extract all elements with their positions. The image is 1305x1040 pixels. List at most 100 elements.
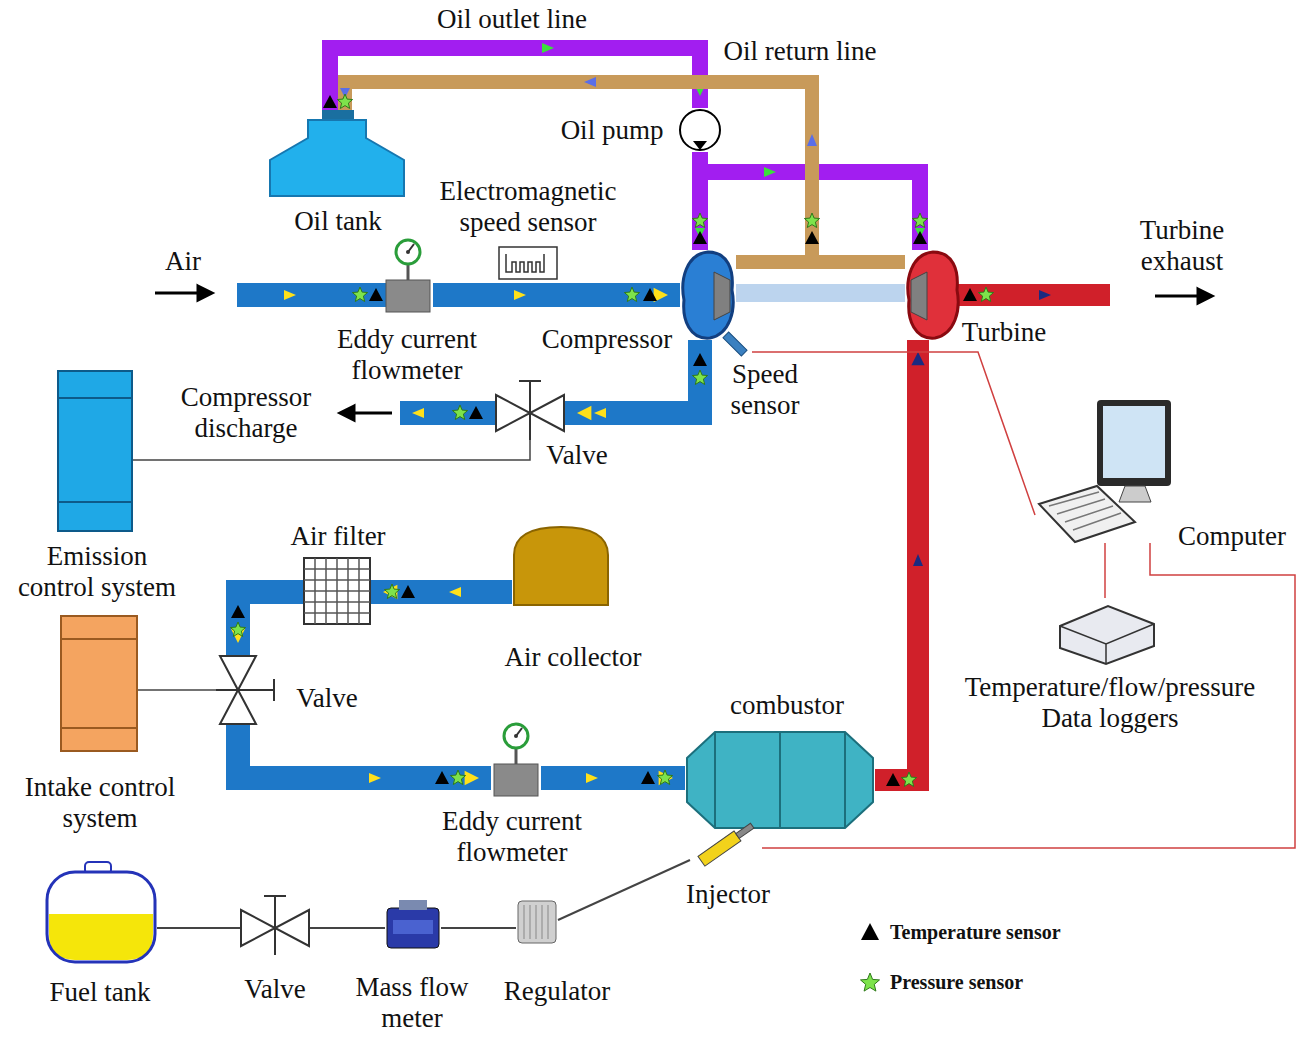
component-label: Valve: [546, 440, 607, 471]
pressure-sensor-symbol: [912, 213, 927, 228]
pressure-sensor-symbol: [452, 405, 467, 420]
flow-arrow: [586, 773, 598, 783]
flowmeter: Eddy current flowmeter: [383, 238, 433, 312]
temperature-sensor-symbol: [369, 288, 383, 301]
signal-line: [157, 927, 240, 929]
pipe-connector: [541, 766, 685, 790]
component-label: Eddy current flowmeter: [312, 324, 502, 386]
component-label: Oil tank: [294, 206, 382, 237]
compressor-shape: [680, 250, 736, 340]
temperature-sensor-symbol: [469, 406, 483, 419]
pressure-sensor-symbol: [901, 772, 916, 787]
sensor-symbols: [230, 43, 1051, 787]
oil-tank-shape: [268, 110, 406, 198]
component-label: Regulator: [504, 976, 610, 1007]
flow-arrow: [594, 408, 606, 418]
component-label: Eddy current flowmeter: [417, 806, 607, 868]
temperature-sensor-symbol: [693, 231, 707, 244]
intake-control-box-shape: [60, 615, 138, 752]
temperature-sensor-symbol: [401, 585, 415, 598]
injector: Injector: [690, 818, 762, 870]
temperature-sensor-symbol: [693, 353, 707, 366]
flow-arrow: [913, 554, 923, 566]
flow-arrow: [412, 408, 424, 418]
component-label: Intake control system: [13, 772, 188, 834]
temperature-sensor-symbol: [861, 923, 879, 940]
air-collector-shape: [512, 525, 610, 607]
flow-arrow: [584, 77, 596, 87]
pressure-sensor-symbol: [384, 584, 399, 599]
signal-line: [441, 927, 516, 929]
speed-sensor-shape: [722, 330, 752, 358]
component-label: Emission control system: [12, 541, 182, 603]
signal-line: [310, 927, 385, 929]
compressor: Compressor: [680, 250, 736, 340]
air-collector: Air collector: [512, 525, 610, 607]
pressure-sensor-symbol: [352, 287, 367, 302]
flow-arrow: [1039, 290, 1051, 300]
pipe-connector: [736, 284, 905, 302]
injector-shape: [690, 818, 762, 870]
oil-pump-shape: [678, 108, 722, 152]
fuel-tank: Fuel tank: [45, 862, 157, 965]
line-label: Turbine exhaust: [1122, 215, 1242, 277]
speed-sensor: Speed sensor: [722, 330, 752, 358]
temperature-sensor-symbol: [643, 288, 657, 301]
pressure-sensor-symbol: [230, 622, 245, 637]
temperature-sensor-symbol: [913, 231, 927, 244]
component-label: Mass flow meter: [342, 972, 482, 1034]
line-label: Oil return line: [724, 36, 877, 67]
component-label: Air filter: [290, 521, 385, 552]
flow-arrow: [284, 290, 296, 300]
component-label: Fuel tank: [49, 977, 150, 1008]
line-label: Oil outlet line: [437, 4, 587, 35]
regulator: Regulator: [516, 895, 558, 947]
mass-flow-meter-shape: [385, 898, 441, 956]
pipe-connector: [238, 725, 491, 778]
flow-arrow: [764, 167, 776, 177]
signal-line: [133, 440, 530, 460]
flowmeter: Eddy current flowmeter: [491, 722, 541, 796]
pipe-connector: [345, 82, 812, 262]
flowmeter-shape: [491, 722, 541, 796]
computer-shape: [1035, 398, 1175, 543]
exhaust-pipe: [958, 284, 1110, 306]
component-label: Speed sensor: [720, 359, 810, 421]
temperature-sensor-symbol: [641, 771, 655, 784]
pipe-connector: [433, 283, 680, 307]
flow-arrow: [514, 290, 526, 300]
pressure-sensor-symbol: [657, 770, 672, 785]
pipe-connector: [371, 580, 512, 604]
combustor-shape: [685, 728, 875, 832]
speed-sensor-symbol: Electromagnetic speed sensor: [498, 246, 558, 280]
air-filter-shape: [303, 557, 371, 625]
computer: Computer: [1035, 398, 1175, 543]
temperature-sensor-symbol: [323, 95, 337, 108]
regulator-shape: [516, 895, 558, 947]
pipe-connector: [345, 82, 905, 262]
valve-shape: [495, 378, 565, 440]
fuel-tank-shape: [45, 862, 157, 965]
pressure-sensor-symbol: [861, 973, 880, 991]
discharge-pipe: [400, 401, 497, 425]
emission-control-box-shape: [57, 370, 133, 532]
component-label: Turbine: [962, 317, 1047, 348]
component-label: Compressor: [542, 324, 673, 355]
speed-sensor-symbol-shape: [498, 246, 558, 280]
air-filter: Air filter: [303, 557, 371, 625]
line-label: Air: [165, 246, 201, 277]
legend-row: Pressure sensor: [858, 970, 1023, 994]
flowmeter-shape: [383, 238, 433, 312]
valve-shape: [216, 655, 278, 725]
mass-flow-meter: Mass flow meter: [385, 898, 441, 956]
pipe-connector: [875, 340, 918, 780]
pressure-sensor-symbol: [624, 287, 639, 302]
component-label: Oil pump: [561, 115, 664, 146]
turbine-shape: [905, 250, 961, 340]
turbine: Turbine: [905, 250, 961, 340]
signal-line: [138, 689, 216, 691]
component-label: Electromagnetic speed sensor: [418, 176, 638, 238]
pressure-sensor-symbol: [337, 94, 352, 109]
temperature-sensor-symbol: [963, 288, 977, 301]
valve: Valve: [240, 893, 310, 955]
